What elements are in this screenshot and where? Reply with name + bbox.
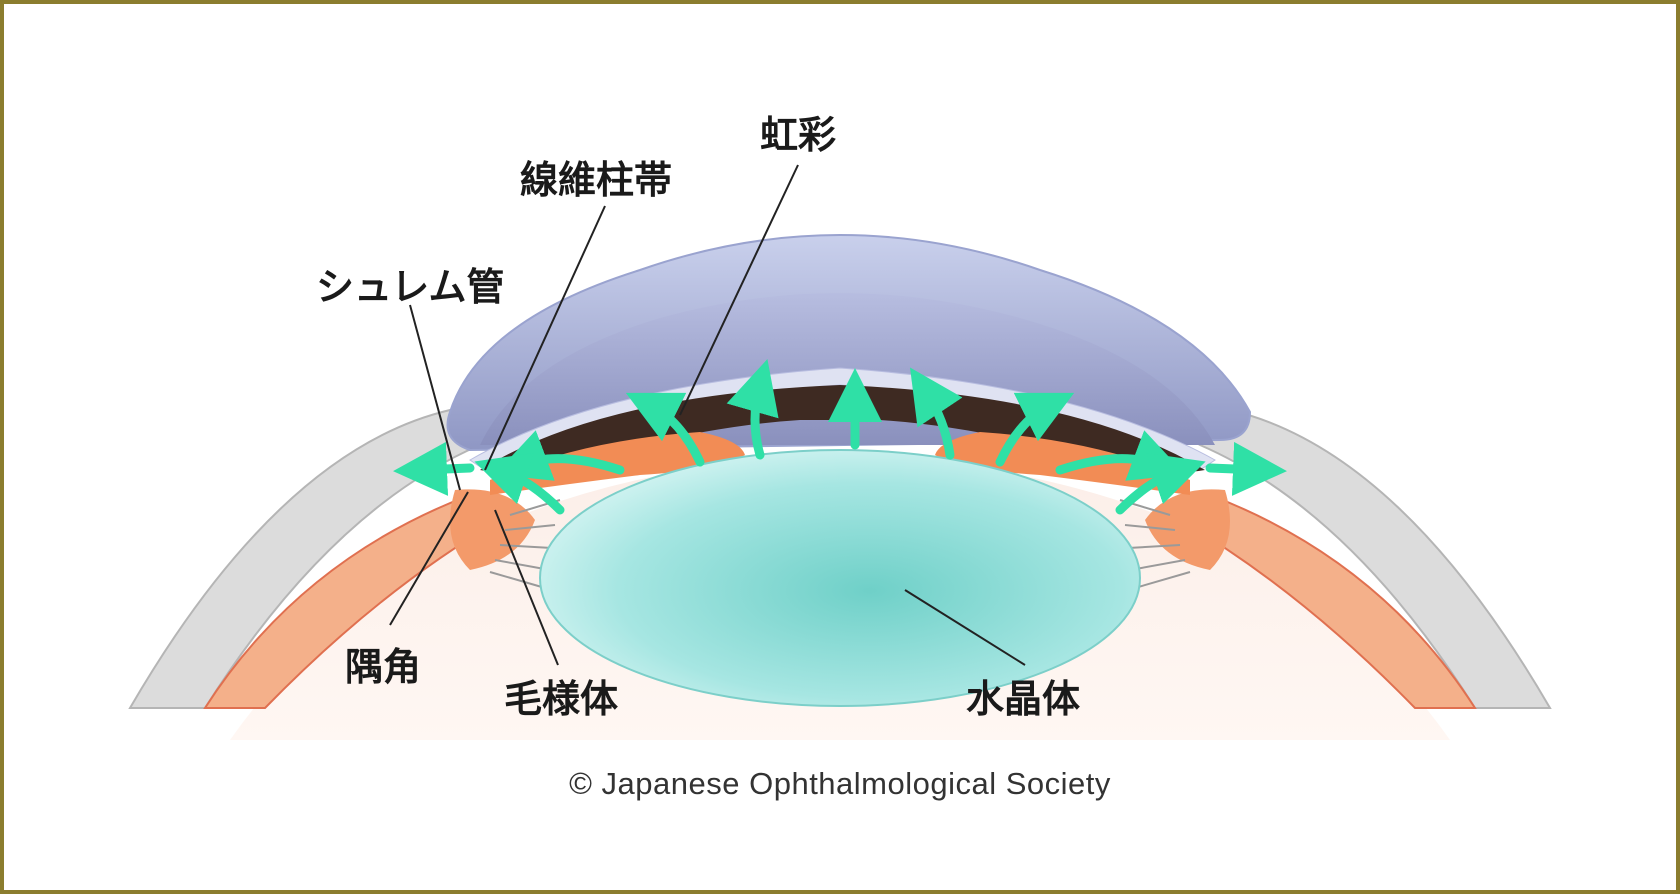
copyright-notice: © Japanese Ophthalmological Society xyxy=(569,766,1111,801)
label-angle: 隅角 xyxy=(345,645,421,689)
crystalline-lens xyxy=(539,449,1141,707)
ciliary-body-left xyxy=(450,489,535,570)
label-ciliary-body: 毛様体 xyxy=(504,677,618,721)
ciliary-body-right xyxy=(1145,489,1230,570)
aqueous-flow-arrows xyxy=(393,359,1287,515)
leader-lines xyxy=(389,164,1026,666)
label-trabecular-meshwork: 線維柱帯 xyxy=(520,158,672,202)
label-lens: 水晶体 xyxy=(966,677,1080,721)
label-iris: 虹彩 xyxy=(760,113,836,157)
label-schlemm-canal: シュレム管 xyxy=(316,265,504,309)
